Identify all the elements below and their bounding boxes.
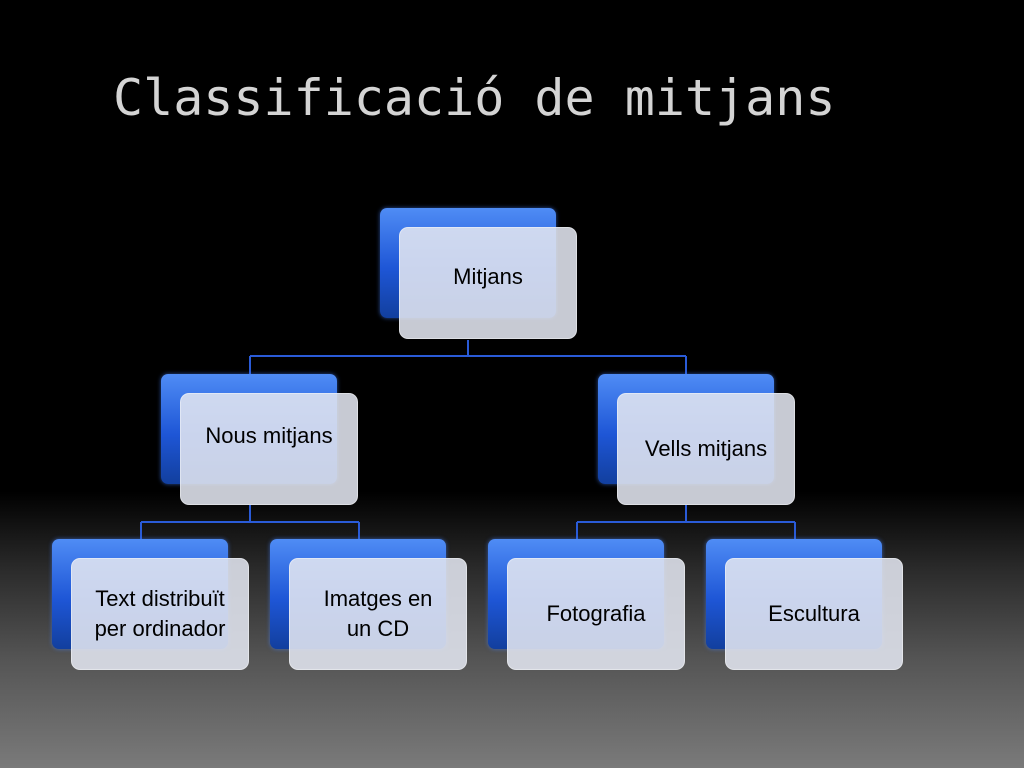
node-box: Vells mitjans	[617, 393, 795, 505]
node-label: Mitjans	[453, 264, 523, 289]
node-box: Text distribuït per ordinador	[71, 558, 249, 670]
node-label: Escultura	[768, 601, 860, 626]
node-nous-mitjans: Nous mitjans	[161, 374, 358, 505]
node-label: Imatges en un CD	[323, 586, 433, 641]
node-box: Imatges en un CD	[289, 558, 467, 670]
node-mitjans: Mitjans	[380, 208, 577, 339]
slide-title: Classificació de mitjans	[113, 69, 836, 127]
node-label: Vells mitjans	[644, 436, 768, 461]
node-label: Nous mitjans	[205, 423, 333, 448]
node-box: Mitjans	[399, 227, 577, 339]
node-label: Fotografia	[546, 601, 646, 626]
node-box: Nous mitjans	[180, 393, 358, 505]
node-imatges-cd: Imatges en un CD	[270, 539, 467, 670]
node-escultura: Escultura	[706, 539, 903, 670]
node-box: Fotografia	[507, 558, 685, 670]
node-vells-mitjans: Vells mitjans	[598, 374, 795, 505]
node-label: Text distribuït per ordinador	[94, 586, 226, 641]
node-text-distribuit: Text distribuït per ordinador	[52, 539, 249, 670]
node-box: Escultura	[725, 558, 903, 670]
node-fotografia: Fotografia	[488, 539, 685, 670]
